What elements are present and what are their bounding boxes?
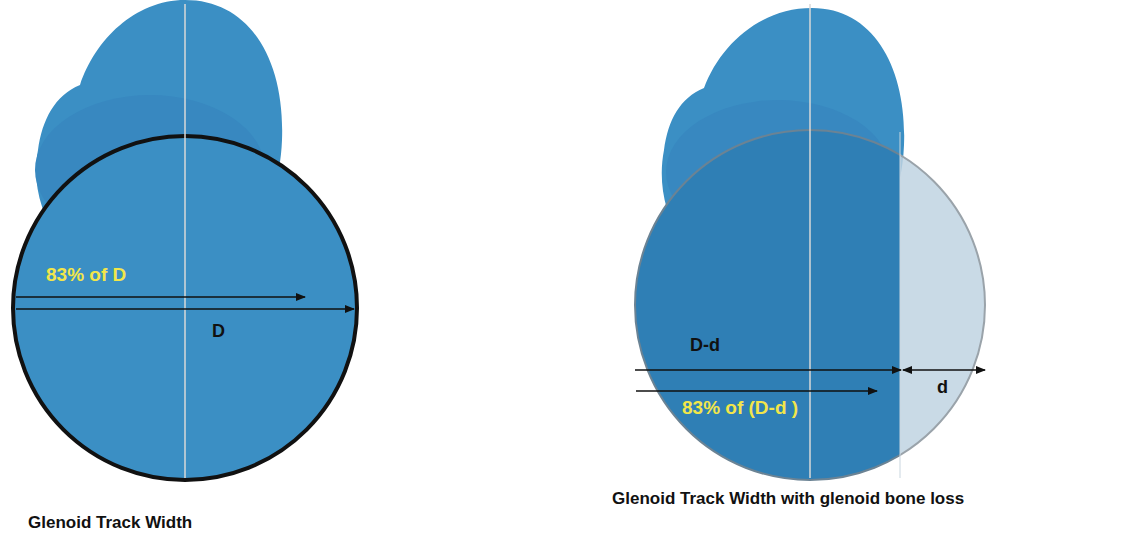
figure-caption: Glenoid Track Width <box>28 514 192 533</box>
glenoid-intact <box>13 0 357 480</box>
dimension-label: D <box>212 322 225 342</box>
glenoid-bone-loss <box>635 4 985 480</box>
dimension-label: 83% of D <box>46 265 126 286</box>
dimension-label: d <box>937 378 948 398</box>
dimension-label: D-d <box>690 336 720 356</box>
dimension-label: 83% of (D-d ) <box>682 398 798 419</box>
figure-caption: Glenoid Track Width with glenoid bone lo… <box>612 490 964 509</box>
